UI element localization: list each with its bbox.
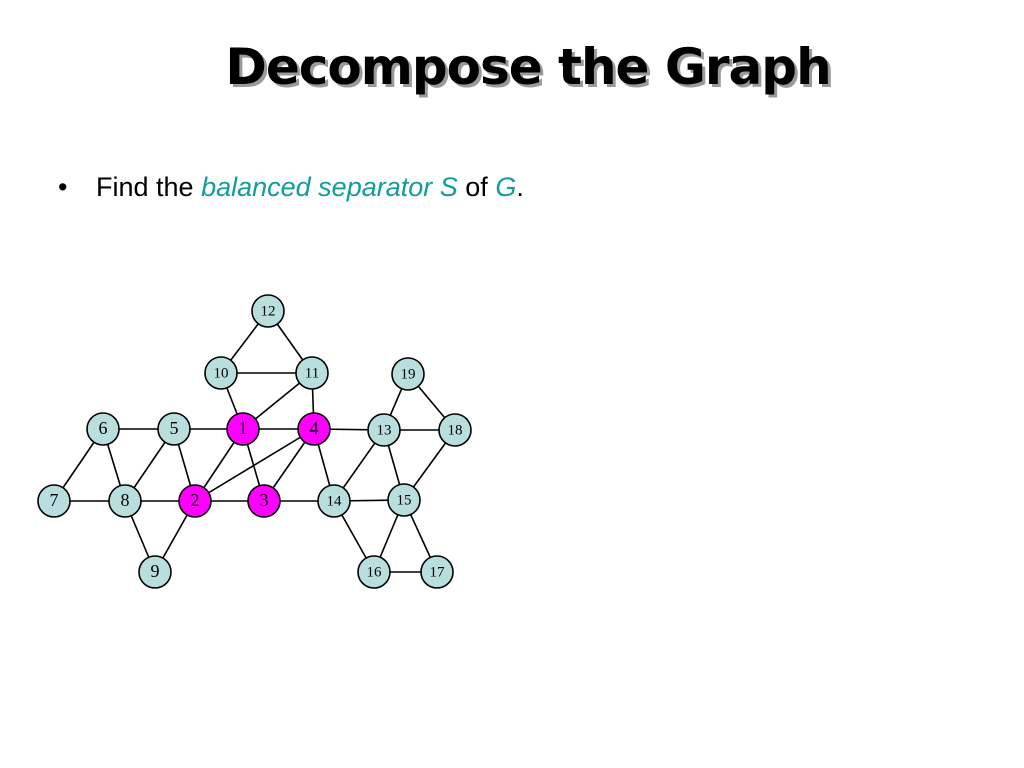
separator-node-circle <box>226 412 260 446</box>
node-label: 6 <box>99 418 108 438</box>
node-circle <box>86 412 120 446</box>
node-circle <box>420 555 454 589</box>
node-label: 15 <box>397 492 412 508</box>
slide-title: Decompose the Graph <box>225 38 831 96</box>
node-label: 12 <box>261 303 276 319</box>
graph-symbol: G <box>495 172 517 202</box>
node-circle <box>317 484 351 518</box>
bullet-marker: • <box>58 172 68 202</box>
node-label: 16 <box>367 564 383 580</box>
node-label: 13 <box>377 422 392 438</box>
node-4: 4 <box>297 412 331 446</box>
node-label: 1 <box>239 418 248 438</box>
edge-4-2 <box>194 428 315 502</box>
separator-node-circle <box>178 484 212 518</box>
node-circle <box>357 555 391 589</box>
node-label: 9 <box>151 561 160 581</box>
bullet-suffix: . <box>516 172 524 202</box>
node-circle <box>295 356 329 390</box>
separator-term: balanced separator S <box>201 172 458 202</box>
node-label: 10 <box>214 365 229 381</box>
separator-node-circle <box>297 412 331 446</box>
node-18: 18 <box>438 413 472 447</box>
node-13: 13 <box>367 413 401 447</box>
node-15: 15 <box>387 483 421 517</box>
node-circle <box>108 484 142 518</box>
node-5: 5 <box>157 412 191 446</box>
node-circle <box>251 294 285 328</box>
node-10: 10 <box>204 356 238 390</box>
node-label: 5 <box>170 418 179 438</box>
node-14: 14 <box>317 484 351 518</box>
node-circle <box>37 484 71 518</box>
node-circle <box>367 413 401 447</box>
node-label: 7 <box>50 490 59 510</box>
node-circle <box>387 483 421 517</box>
bullet-prefix: Find the <box>96 172 194 202</box>
node-19: 19 <box>391 357 425 391</box>
node-circle <box>138 555 172 589</box>
node-2: 2 <box>178 484 212 518</box>
node-circle <box>391 357 425 391</box>
bullet-middle: of <box>465 172 488 202</box>
node-label: 19 <box>401 366 416 382</box>
node-11: 11 <box>295 356 329 390</box>
node-label: 17 <box>430 564 446 580</box>
node-label: 18 <box>448 422 463 438</box>
node-circle <box>157 412 191 446</box>
node-label: 4 <box>310 418 319 438</box>
node-16: 16 <box>357 555 391 589</box>
node-label: 11 <box>305 365 319 381</box>
node-6: 6 <box>86 412 120 446</box>
node-8: 8 <box>108 484 142 518</box>
node-3: 3 <box>247 484 281 518</box>
node-17: 17 <box>420 555 454 589</box>
node-label: 8 <box>121 490 130 510</box>
separator-node-circle <box>247 484 281 518</box>
node-label: 14 <box>327 493 343 509</box>
node-1: 1 <box>226 412 260 446</box>
node-label: 2 <box>191 490 200 510</box>
node-circle <box>438 413 472 447</box>
bullet-item: • Find the balanced separator S of G. <box>58 172 524 203</box>
node-12: 12 <box>251 294 285 328</box>
node-7: 7 <box>37 484 71 518</box>
node-circle <box>204 356 238 390</box>
node-9: 9 <box>138 555 172 589</box>
node-label: 3 <box>260 490 269 510</box>
